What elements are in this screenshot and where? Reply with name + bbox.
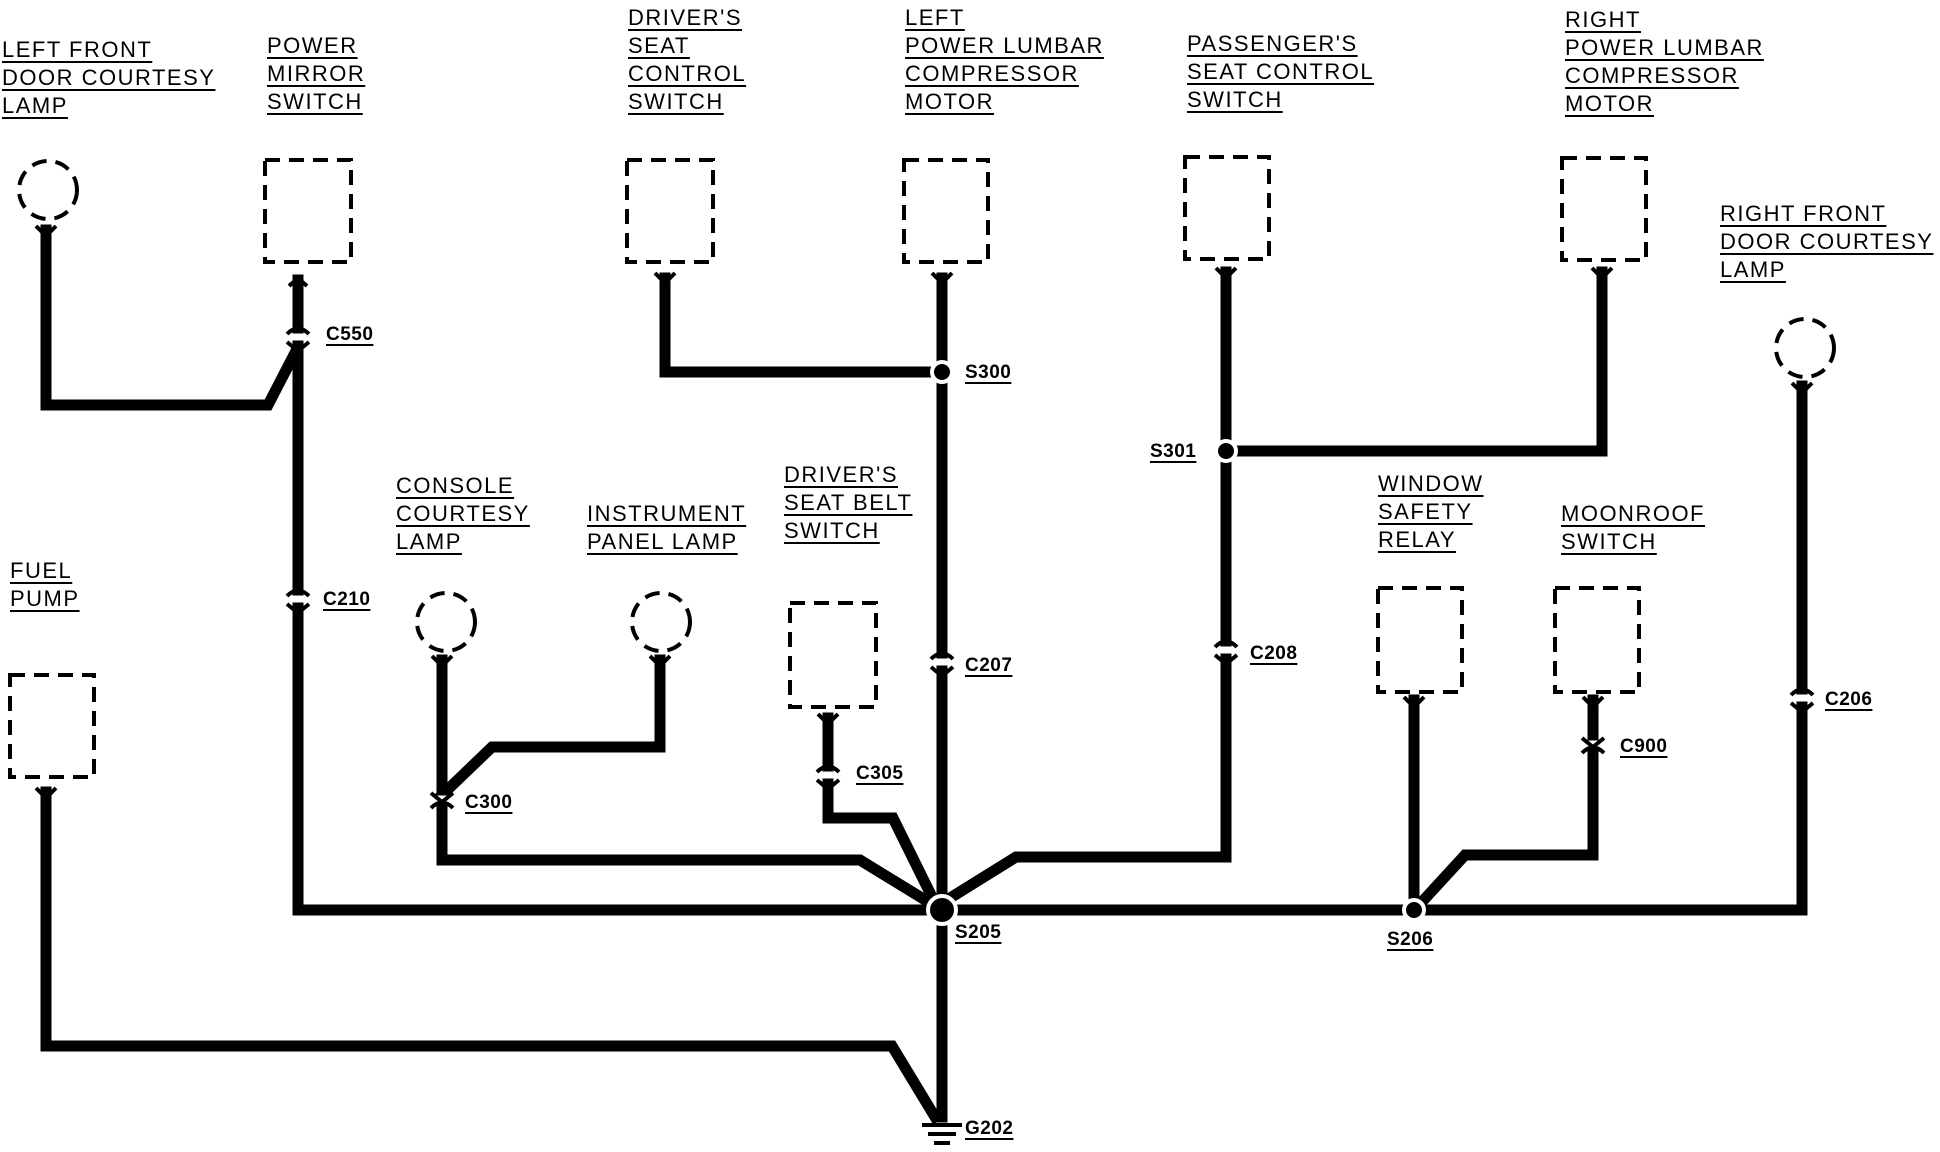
connector-c210-label: C210 <box>323 589 371 610</box>
left-power-lumbar-compressor-motor-symbol <box>902 158 990 264</box>
terminal-right-front-door-lamp <box>1790 381 1814 396</box>
terminal-drivers-seat-control <box>653 271 677 286</box>
drivers-seat-control-switch-label: DRIVER'S SEAT CONTROL SWITCH <box>628 5 747 114</box>
wire-passengers-seat-control <box>934 266 1232 911</box>
terminal-console-lamp <box>430 654 454 669</box>
terminal-power-mirror-switch <box>287 275 309 288</box>
terminal-right-lumbar-motor <box>1590 266 1614 281</box>
passengers-seat-control-switch-label: PASSENGER'S SEAT CONTROL SWITCH <box>1187 31 1375 112</box>
connector-c208-symbol <box>1213 639 1239 667</box>
drivers-seat-belt-switch-label: DRIVER'S SEAT BELT SWITCH <box>784 462 913 543</box>
ground-g202-label: G202 <box>965 1118 1014 1139</box>
terminal-instrument-panel-lamp <box>648 654 672 669</box>
power-mirror-switch-label: POWER MIRROR SWITCH <box>267 33 366 114</box>
power-mirror-switch-symbol <box>263 158 353 264</box>
instrument-panel-lamp-symbol <box>630 591 692 653</box>
connector-c550-symbol <box>285 326 311 354</box>
connector-c305-label: C305 <box>856 763 904 784</box>
terminal-left-lumbar-motor <box>930 271 954 286</box>
instrument-panel-lamp-label: INSTRUMENT PANEL LAMP <box>587 501 747 554</box>
wire-power-mirror-switch <box>292 274 941 916</box>
connector-symbols <box>285 326 1815 810</box>
left-power-lumbar-compressor-motor-label: LEFT POWER LUMBAR COMPRESSOR MOTOR <box>905 5 1104 114</box>
splice-symbols <box>926 360 1426 926</box>
terminal-left-front-door-lamp <box>34 224 58 239</box>
splice-s205-label: S205 <box>955 922 1002 943</box>
terminal-passengers-seat-control <box>1214 266 1238 281</box>
connector-c900-label: C900 <box>1620 736 1668 757</box>
window-safety-relay-symbol <box>1376 586 1464 694</box>
splice-s300-label: S300 <box>965 362 1012 383</box>
terminal-fuel-pump <box>34 786 58 801</box>
moonroof-switch-symbol <box>1553 586 1641 694</box>
terminals <box>34 224 1814 801</box>
wire-left-front-door-lamp <box>40 224 306 411</box>
moonroof-switch-label: MOONROOF SWITCH <box>1561 501 1705 554</box>
splice-s300-symbol <box>930 360 954 384</box>
connector-c206-symbol <box>1789 687 1815 715</box>
wire-drivers-seat-control <box>659 272 948 378</box>
terminal-window-safety-relay <box>1402 695 1426 710</box>
wire-moonroof-switch <box>1412 694 1599 912</box>
splice-s206-symbol <box>1402 898 1426 922</box>
right-front-door-courtesy-lamp-symbol <box>1774 317 1836 379</box>
left-front-door-courtesy-lamp-symbol <box>17 159 79 221</box>
splice-s205-symbol <box>926 894 958 926</box>
terminal-moonroof-switch <box>1581 695 1605 710</box>
wire-right-lumbar-motor <box>1226 266 1608 457</box>
connector-c300-label: C300 <box>465 792 513 813</box>
wire-fuel-pump <box>40 786 943 1125</box>
console-courtesy-lamp-label: CONSOLE COURTESY LAMP <box>396 473 530 554</box>
connector-c207-symbol <box>929 651 955 679</box>
wires <box>40 224 1808 1125</box>
drivers-seat-control-switch-symbol <box>625 158 715 264</box>
connector-c208-label: C208 <box>1250 643 1298 664</box>
drivers-seat-belt-switch-symbol <box>788 601 878 709</box>
component-symbols <box>8 155 1836 779</box>
splice-s206-label: S206 <box>1387 929 1434 950</box>
terminal-seat-belt-switch <box>816 712 840 727</box>
wire-s205-s206-c206 <box>936 380 1808 916</box>
connector-c206-label: C206 <box>1825 689 1873 710</box>
wire-instrument-panel-lamp <box>434 654 666 803</box>
connector-c550-label: C550 <box>326 324 374 345</box>
passengers-seat-control-switch-symbol <box>1183 155 1271 261</box>
connector-c300-symbol <box>429 791 455 810</box>
connector-c210-symbol <box>285 588 311 616</box>
splice-s301-label: S301 <box>1150 441 1197 462</box>
connector-c900-symbol <box>1580 736 1606 755</box>
wire-console-lamp <box>436 654 943 914</box>
connector-c207-label: C207 <box>965 655 1013 676</box>
fuel-pump-symbol <box>8 673 96 779</box>
connector-c305-symbol <box>815 764 841 792</box>
splice-s301-symbol <box>1214 439 1238 463</box>
left-front-door-courtesy-lamp-label: LEFT FRONT DOOR COURTESY LAMP <box>2 37 216 118</box>
ground-g202-symbol <box>922 1123 962 1145</box>
window-safety-relay-label: WINDOW SAFETY RELAY <box>1378 471 1484 552</box>
console-courtesy-lamp-symbol <box>415 591 477 653</box>
right-power-lumbar-compressor-motor-label: RIGHT POWER LUMBAR COMPRESSOR MOTOR <box>1565 7 1764 116</box>
right-power-lumbar-compressor-motor-symbol <box>1560 156 1648 262</box>
right-front-door-courtesy-lamp-label: RIGHT FRONT DOOR COURTESY LAMP <box>1720 201 1934 282</box>
fuel-pump-label: FUEL PUMP <box>10 558 80 611</box>
